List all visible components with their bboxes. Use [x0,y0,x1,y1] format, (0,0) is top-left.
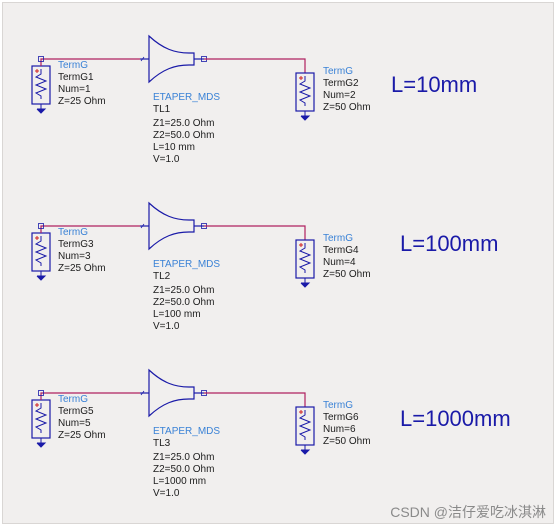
load-type-label: TermG [323,66,353,77]
taper-1-horn [148,34,195,84]
taper-v-label: V=1.0 [153,321,180,332]
load-num-label: Num=6 [323,424,356,435]
taper-type-label: ETAPER_MDS [153,92,221,103]
taper-z1-label: Z1=25.0 Ohm [153,452,215,463]
load-name-label: TermG4 [323,245,359,256]
taper-z2-label: Z2=50.0 Ohm [153,297,215,308]
watermark: CSDN @洁仔爱吃冰淇淋 [390,504,546,520]
taper-type-label: ETAPER_MDS [153,426,221,437]
taper-3-horn [148,368,195,418]
taper-type-label: ETAPER_MDS [153,259,221,270]
load-num-label: Num=4 [323,257,356,268]
taper-2-horn [148,201,195,251]
load-z-label: Z=50 Ohm [323,102,371,113]
taper-z2-label: Z2=50.0 Ohm [153,464,215,475]
taper-name-label: TL1 [153,104,171,115]
load-termg-2-resistor [298,243,312,273]
load-z-label: Z=50 Ohm [323,269,371,280]
load-termg-1-ground-icon [300,115,311,121]
wire-in-1 [40,58,140,66]
taper-z1-label: Z1=25.0 Ohm [153,118,215,129]
pin-source-1 [38,56,44,62]
source-type-label: TermG [58,60,88,71]
wire-in-3 [40,392,140,400]
length-annotation-1: L=10mm [391,72,478,97]
source-z-label: Z=25 Ohm [58,96,106,107]
pin-source-2 [38,223,44,229]
source-z-label: Z=25 Ohm [58,263,106,274]
load-z-label: Z=50 Ohm [323,436,371,447]
source-z-label: Z=25 Ohm [58,430,106,441]
load-termg-2-ground-icon [300,282,311,288]
taper-name-label: TL3 [153,438,171,449]
source-type-label: TermG [58,227,88,238]
pin-taper-in-1 [140,56,145,62]
taper-name-label: TL2 [153,271,171,282]
load-type-label: TermG [323,400,353,411]
taper-z1-label: Z1=25.0 Ohm [153,285,215,296]
source-termg-1-ground-icon [36,108,47,114]
circuit-2 [31,201,315,288]
source-type-label: TermG [58,394,88,405]
length-annotation-2: L=100mm [400,231,499,256]
load-termg-3-ground-icon [300,449,311,455]
pin-taper-in-3 [140,390,145,396]
pin-taper-in-2 [140,223,145,229]
source-num-label: Num=3 [58,251,91,262]
source-termg-1-resistor [34,69,48,99]
wire-out-2 [204,225,306,240]
pin-source-3 [38,390,44,396]
taper-v-label: V=1.0 [153,488,180,499]
taper-v-label: V=1.0 [153,154,180,165]
load-type-label: TermG [323,233,353,244]
load-name-label: TermG6 [323,412,359,423]
load-termg-3-resistor [298,410,312,440]
circuit-3 [31,368,315,455]
source-termg-2-ground-icon [36,275,47,281]
wire-in-2 [40,225,140,233]
wire-out-1 [204,58,306,73]
taper-z2-label: Z2=50.0 Ohm [153,130,215,141]
source-termg-2-resistor [34,236,48,266]
source-num-label: Num=1 [58,84,91,95]
length-annotation-3: L=1000mm [400,406,511,431]
taper-length-label: L=1000 mm [153,476,207,487]
circuit-1 [31,34,315,121]
source-name-label: TermG5 [58,406,94,417]
taper-length-label: L=100 mm [153,309,201,320]
schematic-drawing [31,34,315,455]
source-termg-3-ground-icon [36,442,47,448]
taper-length-label: L=10 mm [153,142,195,153]
load-name-label: TermG2 [323,78,359,89]
load-termg-1-resistor [298,76,312,106]
source-num-label: Num=5 [58,418,91,429]
wire-out-3 [204,392,306,407]
source-name-label: TermG1 [58,72,94,83]
source-termg-3-resistor [34,403,48,433]
load-num-label: Num=2 [323,90,356,101]
source-name-label: TermG3 [58,239,94,250]
